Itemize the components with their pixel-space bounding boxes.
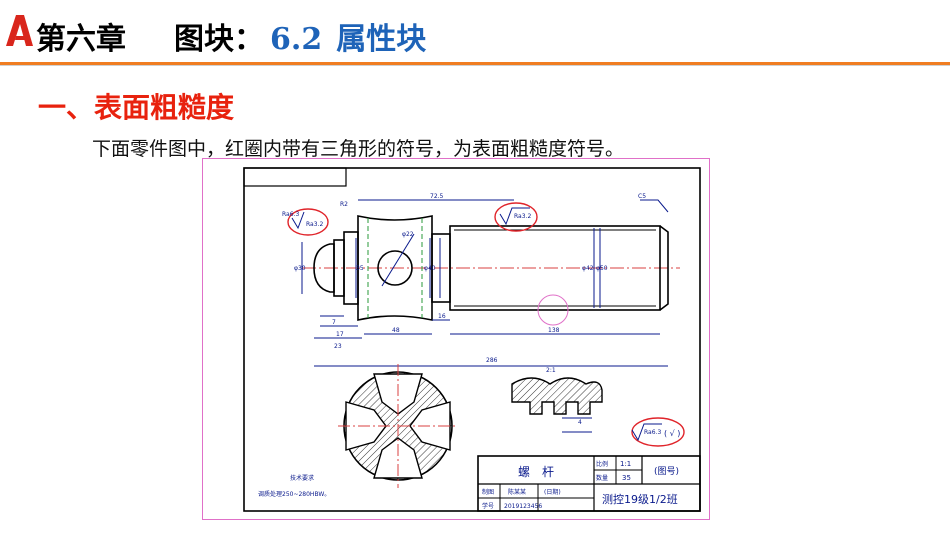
section-title: 属性块 <box>336 22 427 57</box>
student-id: 2019123456 <box>504 503 542 510</box>
topic-label: 图块： <box>174 22 264 57</box>
chamfer-label: C5 <box>638 193 646 200</box>
description-text: 下面零件图中，红圈内带有三角形的符号，为表面粗糙度符号。 <box>92 138 625 160</box>
school-class: 测控19级1/2班 <box>602 492 678 506</box>
dim-dia-40: φ40 <box>424 265 436 272</box>
dim-138: 138 <box>548 327 560 334</box>
dim-dia-42: φ42 <box>582 265 594 272</box>
tech-req-text: 调质处理250~280HBW。 <box>258 490 330 498</box>
roughness-label-left-small: Ra6.3 <box>282 211 299 218</box>
dim-dia-30: φ30 <box>294 265 306 272</box>
tech-req-title: 技术要求 <box>290 474 314 482</box>
scale-value: 1:1 <box>620 460 631 468</box>
drafter-name: 陈某某 <box>508 488 526 496</box>
roughness-label-top: Ra3.2 <box>514 213 531 220</box>
slide-header: 第六章 图块： 6.2 属性块 <box>0 0 950 62</box>
student-id-label: 学号 <box>482 502 494 510</box>
dim-dia-50: φ50 <box>596 265 608 272</box>
roughness-label-left: Ra3.2 <box>306 221 323 228</box>
dim-dia-22: φ22 <box>402 231 414 238</box>
chapter-label: 第六章 <box>36 22 126 57</box>
date-label: (日期) <box>544 488 561 496</box>
part-name: 螺 杆 <box>518 465 554 479</box>
dim-top: 72.5 <box>430 193 444 200</box>
slide-title: 第六章 图块： 6.2 属性块 <box>36 14 426 57</box>
dim-7: 7 <box>332 319 336 326</box>
roughness-label-bottom: Ra6.3 <box>644 429 661 436</box>
dim-286: 286 <box>486 357 498 364</box>
dim-48: 48 <box>392 327 400 334</box>
dim-4: 4 <box>578 419 582 426</box>
section-number: 6.2 <box>270 22 323 57</box>
header-divider-shadow <box>0 65 950 66</box>
dim-17: 17 <box>336 331 344 338</box>
part-drawing: Ra6.3 Ra3.2 Ra3.2 Ra6.3 ( √ ) C5 R2 72.5… <box>202 158 710 520</box>
scale-label: 比例 <box>596 460 608 468</box>
autocad-logo-icon <box>6 15 33 46</box>
count-value: 35 <box>622 474 631 482</box>
drawing-number: (图号) <box>654 466 679 477</box>
section-heading: 一、表面粗糙度 <box>38 91 235 124</box>
radius-label: R2 <box>340 201 348 208</box>
detail-scale: 2:1 <box>546 367 556 374</box>
dim-35: 35 <box>356 265 364 272</box>
dim-16: 16 <box>438 313 446 320</box>
dim-23: 23 <box>334 343 342 350</box>
count-label: 数量 <box>596 474 608 482</box>
roughness-suffix: ( √ ) <box>664 429 680 438</box>
header-divider <box>0 62 950 65</box>
drafter-label: 制图 <box>482 488 494 496</box>
